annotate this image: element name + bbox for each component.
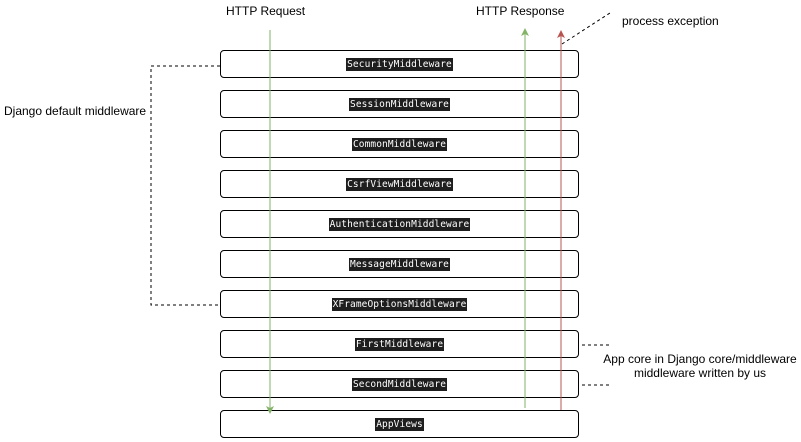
- layer-app-views: AppViews: [220, 410, 579, 438]
- layer-label: XFrameOptionsMiddleware: [331, 297, 468, 311]
- layer-label: CsrfViewMiddleware: [346, 177, 453, 191]
- layer-label: CommonMiddleware: [351, 137, 448, 151]
- layer-authentication-middleware: AuthenticationMiddleware: [220, 210, 579, 238]
- layer-label: MessageMiddleware: [349, 257, 450, 271]
- http-request-label: HTTP Request: [226, 4, 306, 18]
- app-core-label: App core in Django core/middleware middl…: [598, 352, 801, 380]
- process-exception-label: process exception: [622, 14, 719, 28]
- app-core-label-line2: middleware written by us: [633, 366, 767, 380]
- layer-label: FirstMiddleware: [354, 337, 445, 351]
- django-default-bracket: [150, 65, 220, 306]
- layer-xframe-options-middleware: XFrameOptionsMiddleware: [220, 290, 579, 318]
- layer-csrf-view-middleware: CsrfViewMiddleware: [220, 170, 579, 198]
- layer-label: SecondMiddleware: [351, 377, 448, 391]
- layer-message-middleware: MessageMiddleware: [220, 250, 579, 278]
- app-core-label-line1: App core in Django core/middleware: [603, 352, 797, 366]
- django-default-middleware-label: Django default middleware: [4, 104, 147, 118]
- layer-security-middleware: SecurityMiddleware: [220, 50, 579, 78]
- layer-second-middleware: SecondMiddleware: [220, 370, 579, 398]
- http-response-label: HTTP Response: [476, 4, 565, 18]
- layer-session-middleware: SessionMiddleware: [220, 90, 579, 118]
- layer-label: SecurityMiddleware: [346, 57, 453, 71]
- layer-label: AuthenticationMiddleware: [328, 217, 471, 231]
- layer-first-middleware: FirstMiddleware: [220, 330, 579, 358]
- layer-common-middleware: CommonMiddleware: [220, 130, 579, 158]
- process-exception-leader: [561, 12, 611, 45]
- layer-label: SessionMiddleware: [349, 97, 450, 111]
- layer-label: AppViews: [375, 417, 424, 431]
